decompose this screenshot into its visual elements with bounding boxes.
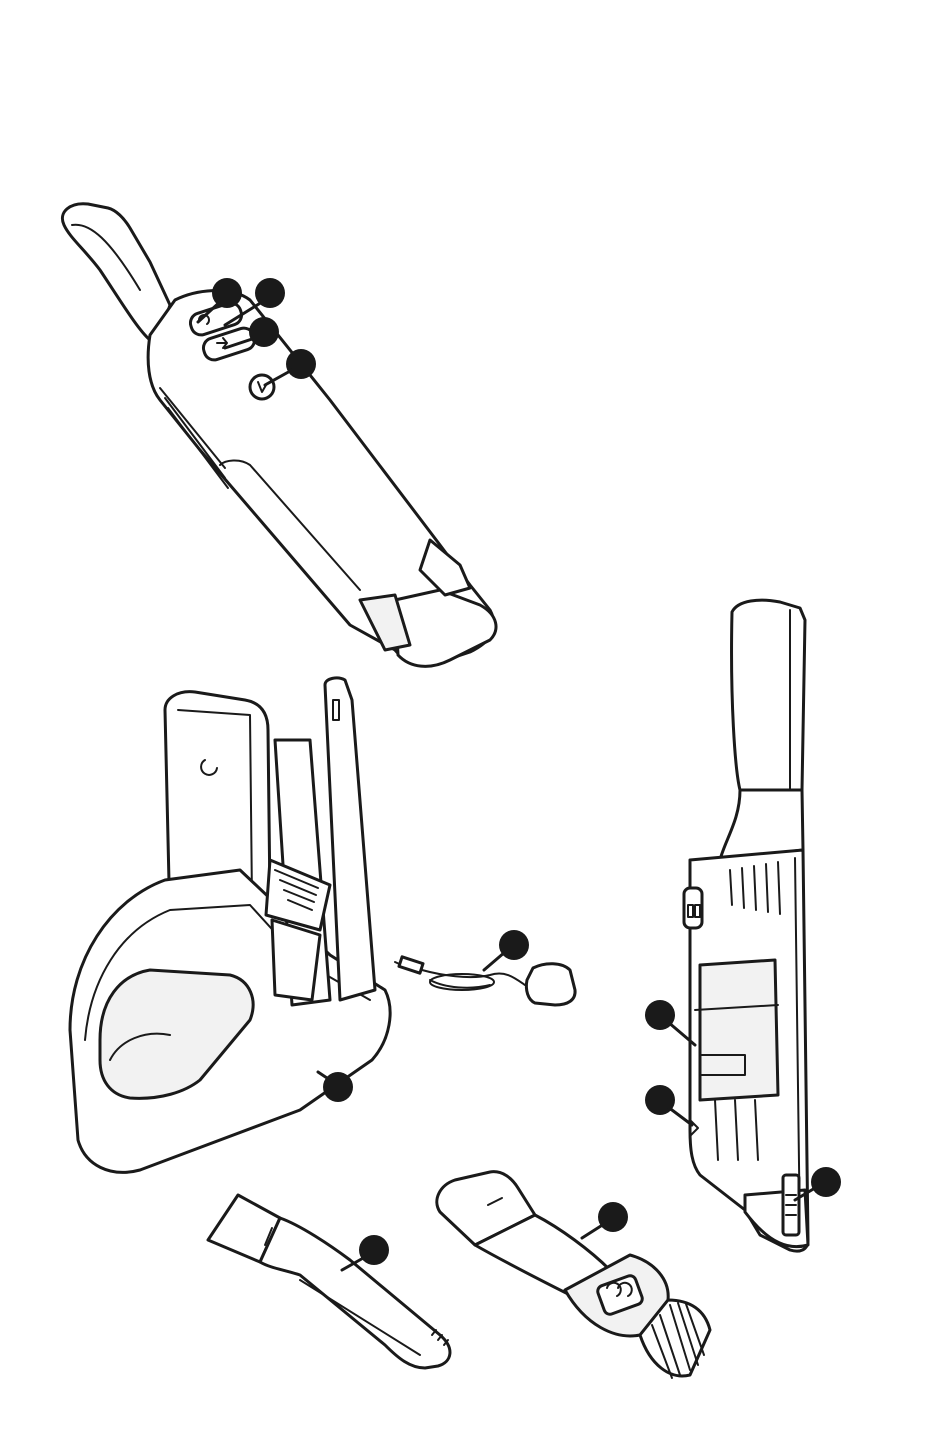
callout-c6 [484, 930, 529, 970]
charger-adapter [395, 957, 575, 1005]
brush-tool [437, 1172, 710, 1378]
callout-c5 [318, 1072, 353, 1102]
crevice-tool [208, 1195, 450, 1368]
vacuum-side-view [684, 600, 808, 1251]
vacuum-top-view [62, 204, 496, 667]
callout-c8 [645, 1085, 692, 1125]
callout-c10 [342, 1235, 389, 1270]
callout-c11 [582, 1202, 628, 1238]
callout-c7 [645, 1000, 695, 1045]
